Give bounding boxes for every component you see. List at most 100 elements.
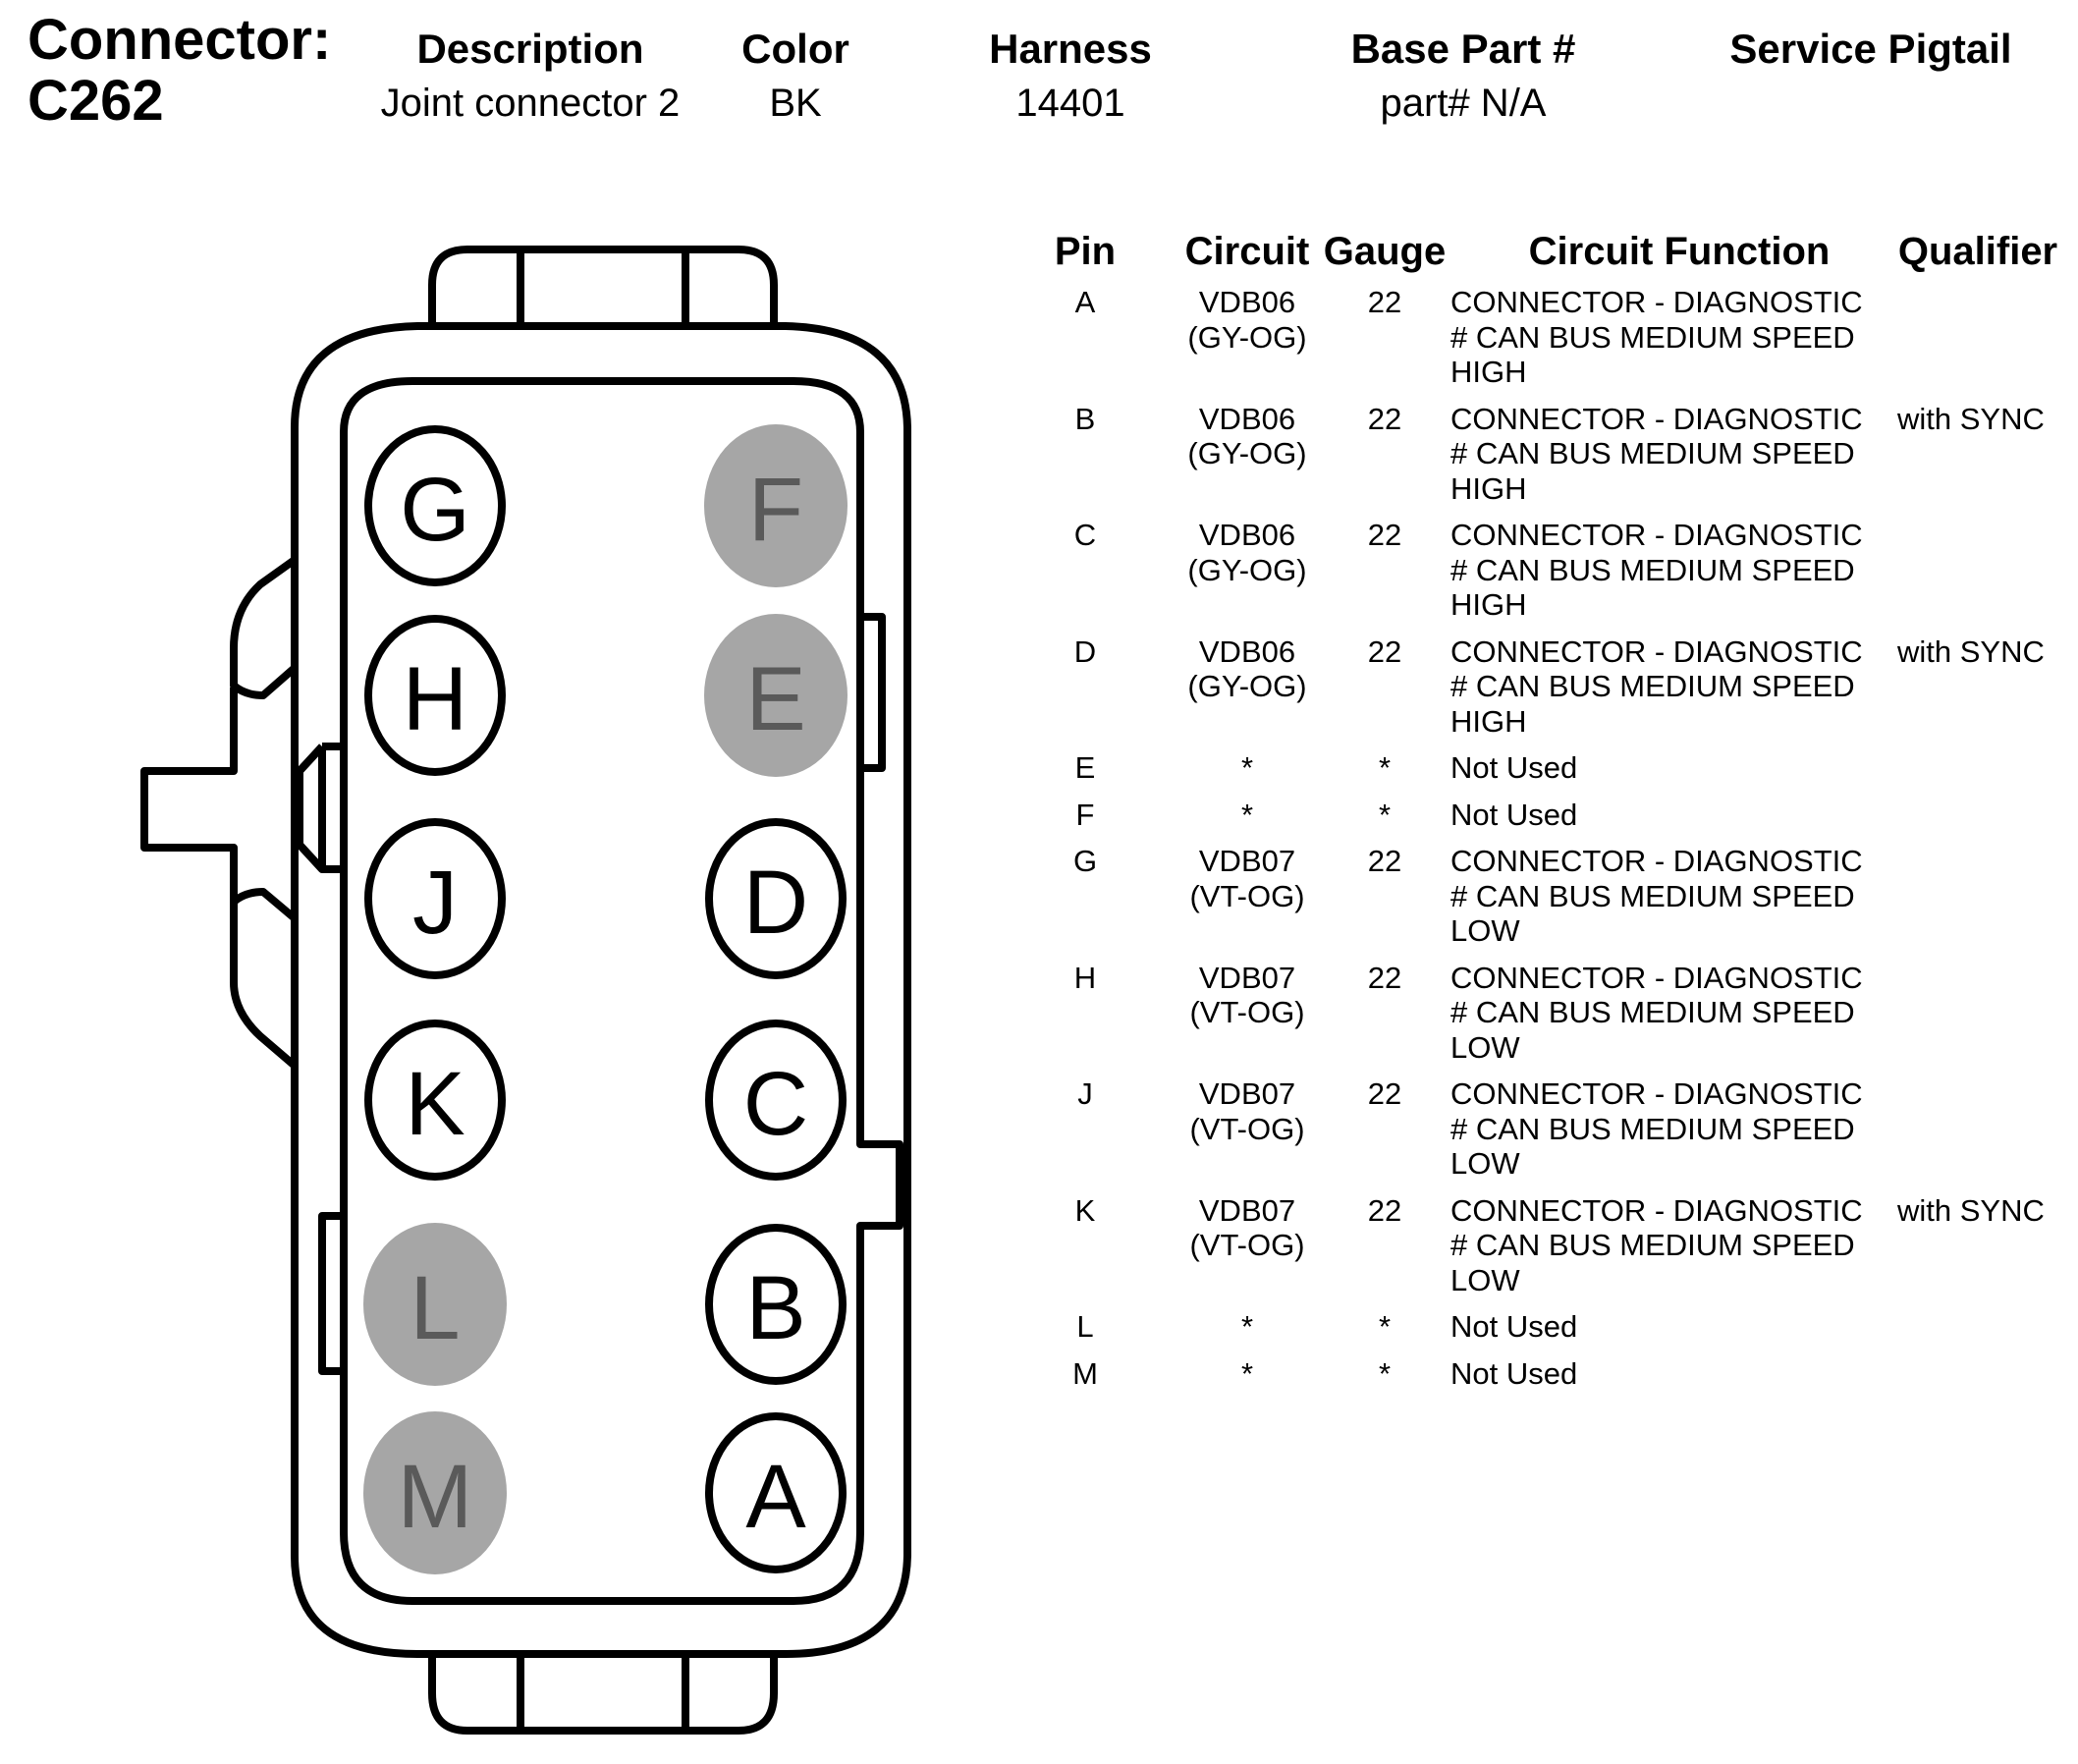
- pin-h-label: H: [403, 649, 467, 749]
- pin-f-circle: [704, 424, 848, 587]
- base-part-label: Base Part #: [1350, 26, 1576, 72]
- qualifier-cell: with SYNC: [1897, 634, 2045, 669]
- gauge-cell: 22: [1367, 634, 1402, 669]
- pin-d-label: D: [743, 853, 808, 953]
- pin-cell: E: [1074, 750, 1096, 785]
- circuit-function-cell: CONNECTOR - DIAGNOSTIC # CAN BUS MEDIUM …: [1450, 401, 1863, 506]
- circuit-cell: *: [1240, 750, 1254, 785]
- circuit-function-cell: CONNECTOR - DIAGNOSTIC # CAN BUS MEDIUM …: [1450, 1076, 1863, 1181]
- service-pigtail-label: Service Pigtail: [1729, 26, 2012, 72]
- pin-cell: F: [1075, 797, 1095, 832]
- table-row: K VDB07 (VT-OG) 22 CONNECTOR - DIAGNOSTIC #…: [1031, 1193, 2072, 1310]
- pin-cell: A: [1074, 285, 1096, 319]
- circuit-cell: VDB07 (VT-OG): [1189, 844, 1305, 913]
- pin-e-label: E: [745, 649, 805, 749]
- circuit-function-cell: CONNECTOR - DIAGNOSTIC # CAN BUS MEDIUM …: [1450, 844, 1863, 948]
- circuit-cell: VDB07 (VT-OG): [1189, 1192, 1305, 1263]
- gauge-cell: 22: [1367, 960, 1402, 995]
- pin-cell: J: [1077, 1076, 1093, 1111]
- pin-m-label: M: [398, 1447, 473, 1547]
- pin-m-circle: [363, 1411, 507, 1574]
- top-latch: [428, 246, 778, 324]
- right-side-tab: [856, 613, 886, 772]
- pin-d-circle: [705, 818, 847, 979]
- col-header-pin: Pin: [1054, 230, 1117, 273]
- col-header-qualifier: Qualifier: [1897, 230, 2058, 273]
- circuit-cell: VDB06 (GY-OG): [1187, 285, 1307, 355]
- pin-b-circle: [705, 1224, 847, 1385]
- pin-cell: L: [1076, 1309, 1094, 1344]
- description-label: Description: [416, 26, 644, 72]
- circuit-cell: *: [1240, 797, 1254, 832]
- header-color: Color BK: [717, 24, 874, 132]
- gauge-cell: 22: [1367, 1076, 1402, 1111]
- header-base-part: Base Part # part# N/A: [1316, 24, 1611, 132]
- circuit-cell: VDB07 (VT-OG): [1189, 960, 1305, 1030]
- gauge-cell: 22: [1367, 844, 1402, 878]
- pin-f-label: F: [748, 460, 803, 560]
- circuit-cell: VDB06 (GY-OG): [1187, 401, 1307, 471]
- left-side-tab: [318, 1212, 348, 1375]
- base-part-value: part# N/A: [1380, 82, 1547, 125]
- harness-label: Harness: [989, 26, 1152, 72]
- pin-c-label: C: [743, 1054, 808, 1154]
- gauge-cell: 22: [1367, 285, 1402, 319]
- connector-title: Connector: C262: [27, 10, 331, 132]
- circuit-function-cell: Not Used: [1450, 797, 1578, 832]
- left-lock-catch: [296, 743, 344, 873]
- table-row: H VDB07 (VT-OG) 22 CONNECTOR - DIAGNOSTIC #…: [1031, 961, 2072, 1077]
- pin-h-circle: [364, 615, 506, 776]
- circuit-function-cell: CONNECTOR - DIAGNOSTIC # CAN BUS MEDIUM …: [1450, 960, 1863, 1065]
- pin-cell: H: [1073, 960, 1097, 995]
- table-row: B VDB06 (GY-OG) 22 CONNECTOR - DIAGNOSTIC #…: [1031, 402, 2072, 519]
- pin-b-label: B: [745, 1258, 805, 1358]
- pin-k-circle: [364, 1020, 506, 1181]
- circuit-cell: *: [1240, 1355, 1254, 1391]
- pin-a-label: A: [745, 1447, 806, 1547]
- pin-cell: K: [1074, 1192, 1096, 1228]
- left-lock-arm: [230, 556, 298, 699]
- left-lock-body: [140, 688, 238, 902]
- pin-cell: G: [1072, 844, 1098, 878]
- connector-label: Connector:: [27, 8, 332, 72]
- table-row: F * * Not Used: [1031, 798, 2072, 845]
- table-row: M**Not Used: [1031, 1356, 2072, 1404]
- circuit-function-cell: Not Used: [1450, 1309, 1578, 1344]
- pin-e-circle: [704, 614, 848, 777]
- circuit-function-cell: CONNECTOR - DIAGNOSTIC # CAN BUS MEDIUM …: [1450, 1192, 1863, 1297]
- pin-a-circle: [705, 1412, 847, 1573]
- circuit-function-cell: Not Used: [1450, 1355, 1578, 1391]
- pin-l-circle: [363, 1223, 507, 1386]
- gauge-cell: *: [1378, 797, 1392, 832]
- qualifier-cell: with SYNC: [1897, 401, 2045, 436]
- gauge-cell: 22: [1367, 401, 1402, 436]
- description-value: Joint connector 2: [380, 82, 681, 125]
- qualifier-cell: with SYNC: [1897, 1192, 2045, 1228]
- pin-g-circle: [364, 425, 506, 586]
- col-header-circuit-function: Circuit Function: [1528, 230, 1831, 273]
- circuit-function-cell: Not Used: [1450, 750, 1578, 785]
- col-header-circuit: Circuit: [1184, 230, 1310, 273]
- pin-cell: B: [1074, 401, 1096, 436]
- left-lock-arm-lower: [230, 888, 298, 1070]
- pin-cell: M: [1072, 1355, 1098, 1391]
- pin-j-label: J: [412, 853, 458, 953]
- color-label: Color: [741, 26, 849, 72]
- pin-cell: D: [1073, 634, 1097, 669]
- gauge-cell: 22: [1367, 1192, 1402, 1228]
- pin-c-circle: [705, 1020, 847, 1181]
- gauge-cell: *: [1378, 750, 1392, 785]
- gauge-cell: *: [1378, 1309, 1392, 1344]
- circuit-cell: VDB06 (GY-OG): [1187, 634, 1307, 704]
- bottom-latch: [428, 1654, 778, 1735]
- header-service-pigtail: Service Pigtail: [1709, 24, 2033, 75]
- circuit-cell: VDB06 (GY-OG): [1187, 518, 1307, 587]
- pin-l-label: L: [410, 1258, 460, 1358]
- connector-id: C262: [27, 69, 164, 133]
- circuit-function-cell: CONNECTOR - DIAGNOSTIC # CAN BUS MEDIUM …: [1450, 285, 1863, 389]
